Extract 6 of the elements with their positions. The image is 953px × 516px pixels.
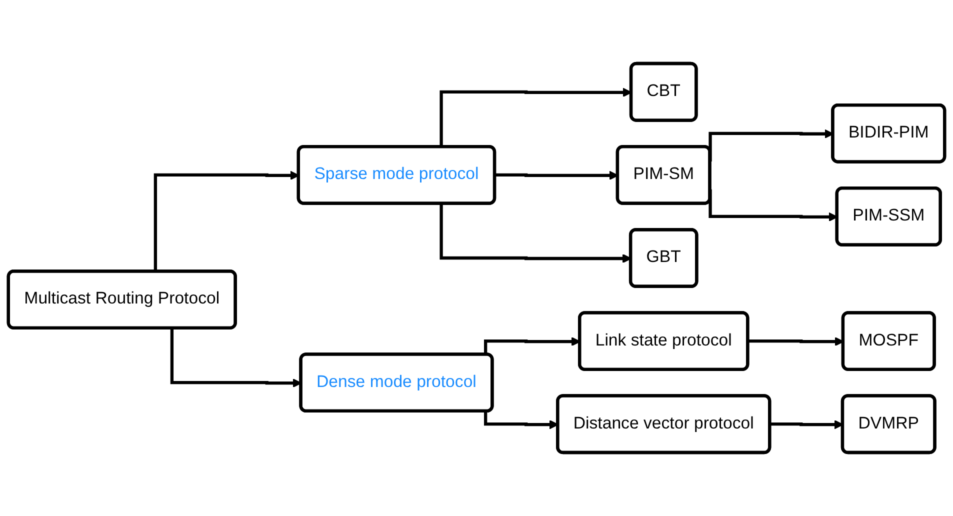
arrow [746,336,844,346]
arrow [493,170,618,180]
arrow [440,88,632,148]
arrow [440,204,632,264]
arrow [154,170,300,272]
arrow [768,420,844,430]
